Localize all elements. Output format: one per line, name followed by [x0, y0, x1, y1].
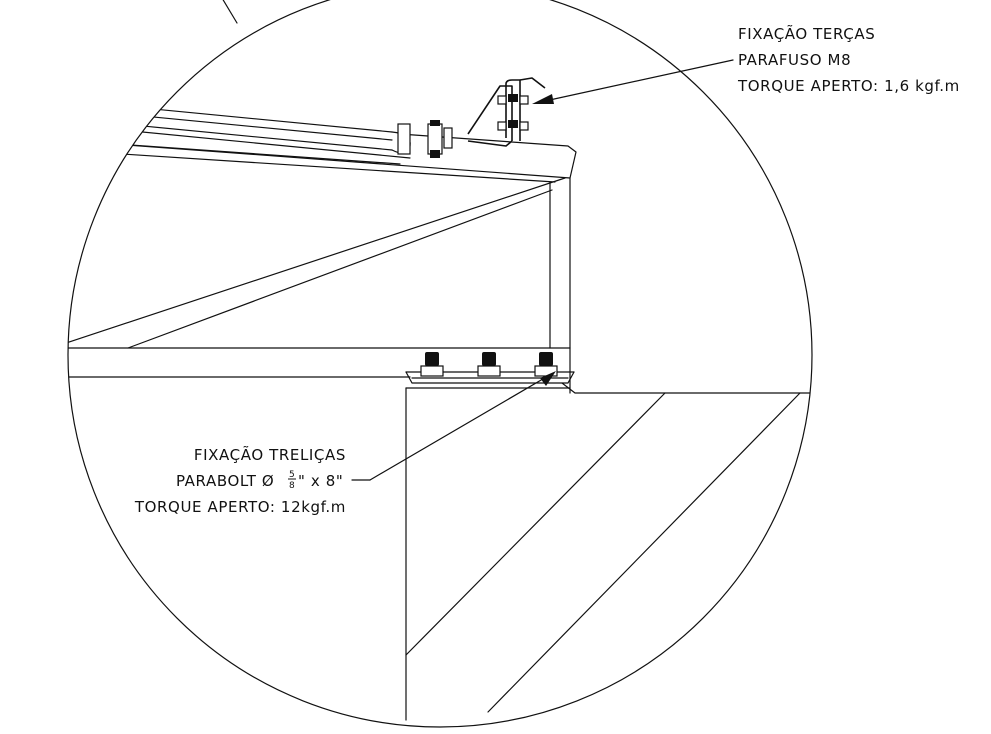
- purlin-leader: [532, 59, 734, 104]
- callout-truss-line3: TORQUE APERTO: 12kgf.m: [134, 498, 346, 516]
- callout-purlin: FIXAÇÃO TERÇAS PARAFUSO M8 TORQUE APERTO…: [737, 24, 960, 95]
- callout-purlin-line2: PARAFUSO M8: [738, 51, 851, 69]
- anchor-bolt: [420, 352, 444, 377]
- callout-truss-line2-suffix: " x 8": [298, 472, 343, 490]
- callout-truss-frac-den: 8: [289, 481, 295, 491]
- structure: [68, 99, 811, 721]
- callout-truss-line2-prefix: PARABOLT Ø: [176, 472, 274, 490]
- callout-purlin-line1: FIXAÇÃO TERÇAS: [738, 24, 875, 43]
- truss-diagonal-b: [127, 189, 553, 349]
- callout-purlin-line3: TORQUE APERTO: 1,6 kgf.m: [737, 77, 960, 95]
- truss-diagonal-a: [68, 177, 566, 346]
- anchor-bolt: [477, 352, 501, 377]
- support-structure: [405, 387, 801, 721]
- purlin-clip: [467, 77, 546, 147]
- truss-top-chord: [68, 133, 577, 183]
- detail-circle: [67, 0, 813, 728]
- truss-leader: [351, 371, 556, 481]
- roof-panel: [68, 99, 411, 165]
- section-mark-line: [222, 0, 238, 24]
- callout-truss-frac-num: 5: [289, 470, 295, 480]
- callout-truss-line1: FIXAÇÃO TRELIÇAS: [194, 445, 346, 464]
- truss-bottom-chord: [68, 347, 811, 394]
- callout-truss: FIXAÇÃO TRELIÇAS PARABOLT Ø 5 8 " x 8" T…: [134, 445, 346, 516]
- purlin-bolts: [397, 94, 529, 158]
- anchor-bolts: [420, 352, 558, 377]
